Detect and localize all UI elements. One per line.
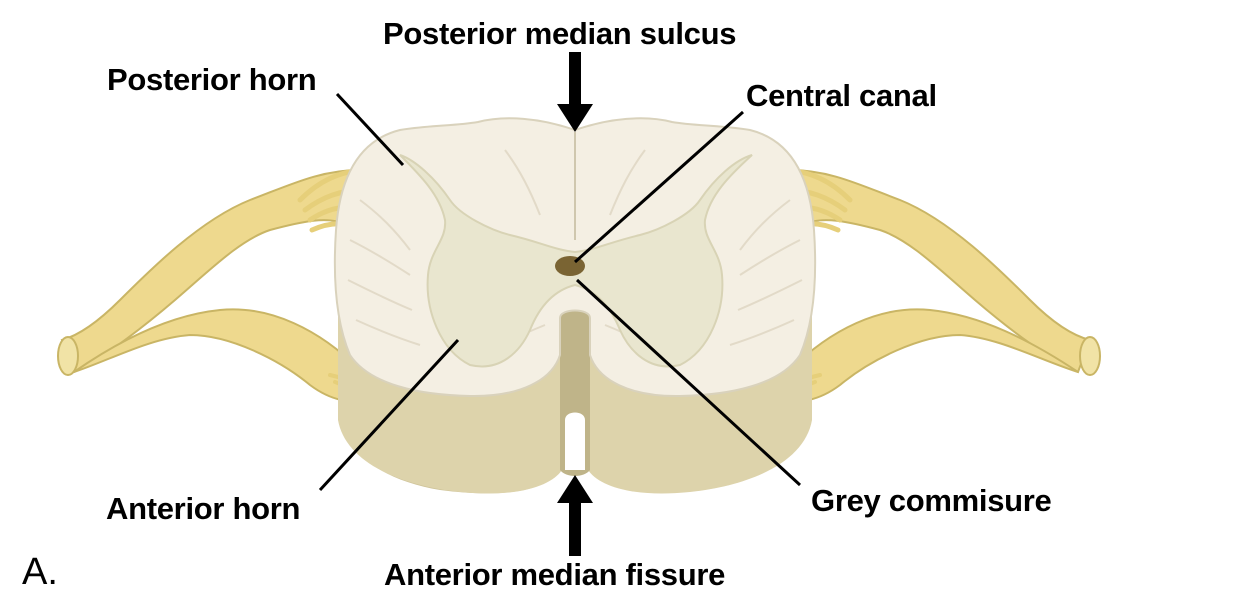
posterior-median-sulcus-arrow	[557, 52, 593, 132]
panel-letter: A.	[22, 551, 58, 593]
label-anterior-median-fissure: Anterior median fissure	[384, 557, 726, 592]
label-anterior-horn: Anterior horn	[106, 491, 301, 526]
left-nerve-cut-end	[57, 336, 79, 376]
label-central-canal: Central canal	[746, 78, 937, 113]
leader-line-posterior-horn	[335, 92, 405, 167]
label-grey-commisure: Grey commisure	[811, 483, 1052, 518]
right-nerve-cut-end	[1079, 336, 1101, 376]
leader-lines	[318, 92, 802, 492]
label-posterior-median-sulcus: Posterior median sulcus	[383, 16, 737, 51]
anterior-median-fissure-arrow	[557, 475, 593, 556]
label-posterior-horn: Posterior horn	[107, 62, 317, 97]
leader-line-grey-commisure	[575, 278, 802, 487]
leader-line-central-canal	[574, 110, 744, 264]
leader-line-anterior-horn	[318, 338, 460, 492]
